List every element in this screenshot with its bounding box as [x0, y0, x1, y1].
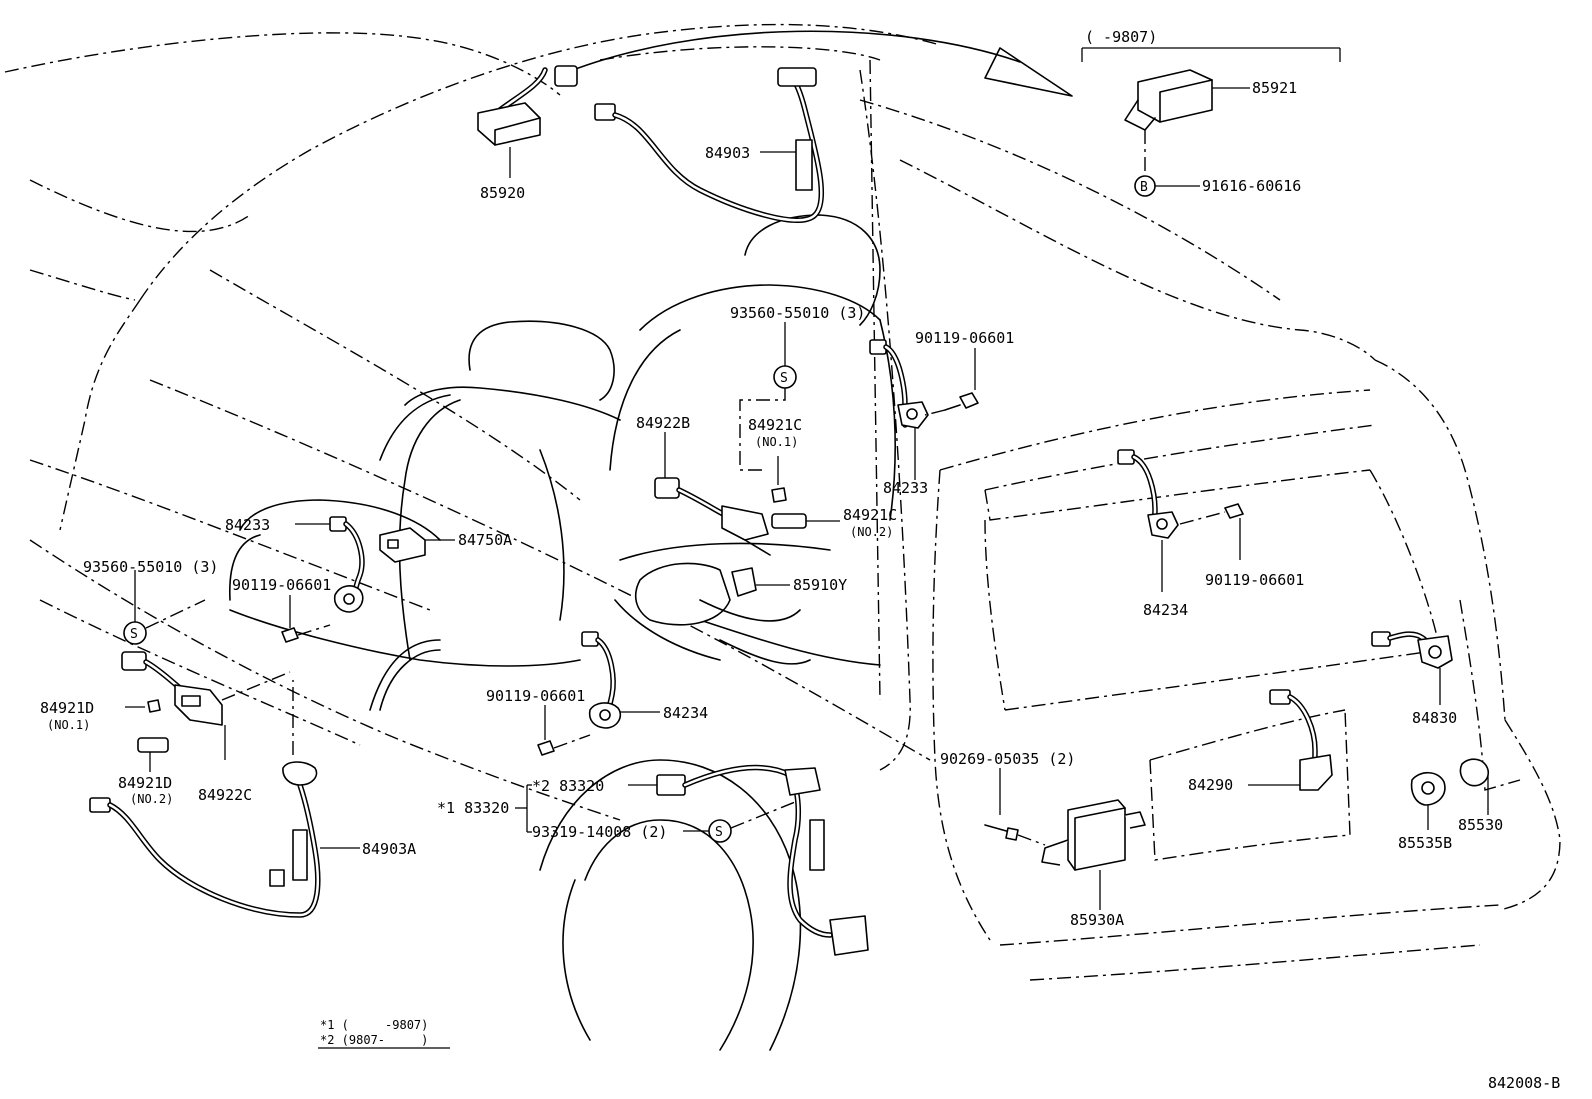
bolt-90269[interactable]	[984, 768, 1046, 846]
part-84233-right[interactable]	[869, 339, 929, 480]
label-85910Y: 85910Y	[793, 576, 847, 594]
part-84921C-no1[interactable]	[771, 456, 787, 503]
label-90119-06601-mid: 90119-06601	[486, 687, 585, 705]
label-84234-mid: 84234	[663, 704, 708, 722]
label-84921D-no2-sub: (NO.2)	[130, 792, 173, 806]
symbol-s-left: S	[130, 627, 138, 642]
part-84922B-sensor[interactable]	[654, 432, 771, 556]
part-84233-left[interactable]	[295, 516, 365, 613]
label-84290: 84290	[1188, 776, 1233, 794]
label-85930A: 85930A	[1070, 911, 1124, 929]
label-85920: 85920	[480, 184, 525, 202]
part-85535B-lamp[interactable]	[1410, 771, 1446, 830]
part-84903-harness[interactable]	[594, 67, 825, 223]
part-84903A-harness[interactable]	[89, 680, 360, 918]
label-84234-right: 84234	[1143, 601, 1188, 619]
label-91616-60616: 91616-60616	[1202, 177, 1301, 195]
label-93319-14008: 93319-14008 (2)	[532, 823, 667, 841]
label-84903: 84903	[705, 144, 750, 162]
label-84922C: 84922C	[198, 786, 252, 804]
bolt-90119-left[interactable]	[281, 595, 331, 643]
label-84750A: 84750A	[458, 531, 512, 549]
label-84921C-no1-sub: (NO.1)	[755, 435, 798, 449]
label-84921C-no2: 84921C	[843, 506, 897, 524]
part-85910Y-sensor[interactable]	[634, 562, 811, 665]
part-84234-right[interactable]	[1117, 449, 1226, 592]
part-84921C-no2[interactable]	[771, 513, 840, 529]
label-93560-55010-left: 93560-55010 (3)	[83, 558, 218, 576]
label-90269-05035: 90269-05035 (2)	[940, 750, 1075, 768]
screw-symbol-s-left	[123, 570, 206, 645]
front-seat-outline	[229, 320, 621, 711]
label-84830: 84830	[1412, 709, 1457, 727]
part-84290-switch[interactable]	[1248, 689, 1333, 791]
label-83320-1: *1 83320	[437, 799, 509, 817]
part-84922C-sensor[interactable]	[121, 651, 291, 760]
legend-row-2: *2 (9807- )	[320, 1033, 428, 1047]
label-85921: 85921	[1252, 79, 1297, 97]
label-84233-left: 84233	[225, 516, 270, 534]
diagram-code: 842008-B	[1488, 1074, 1560, 1092]
inset-85921	[1081, 47, 1341, 197]
legend-row-1: *1 ( -9807)	[320, 1018, 428, 1032]
label-93560-55010-top: 93560-55010 (3)	[730, 304, 865, 322]
part-85530-bulb[interactable]	[1459, 758, 1490, 815]
symbol-b: B	[1140, 180, 1148, 195]
bolt-90119-right[interactable]	[1224, 503, 1244, 560]
label-84921D-no2: 84921D	[118, 774, 172, 792]
part-83320-sensor[interactable]	[628, 764, 869, 956]
legend: *1 ( -9807) *2 (9807- )	[318, 1018, 450, 1049]
label-84233-right: 84233	[883, 479, 928, 497]
part-84921D-no2[interactable]	[137, 737, 169, 772]
screw-symbol-s-top	[739, 322, 797, 471]
bolt-90119-top[interactable]	[924, 348, 979, 416]
labels: 85920 84903 ( -9807) 85921 B 91616-60616…	[40, 28, 1503, 929]
screw-symbol-s-mid	[700, 799, 801, 843]
part-84921D-no1[interactable]	[125, 699, 161, 713]
label-84921C-no1: 84921C	[748, 416, 802, 434]
label-83320-2: *2 83320	[532, 777, 604, 795]
label-inset-header: ( -9807)	[1085, 28, 1157, 46]
symbol-s-top: S	[780, 371, 788, 386]
label-90119-06601-top: 90119-06601	[915, 329, 1014, 347]
part-85920-module[interactable]	[477, 65, 578, 178]
label-85535B: 85535B	[1398, 834, 1452, 852]
part-84830-switch[interactable]	[1371, 631, 1453, 705]
label-85530: 85530	[1458, 816, 1503, 834]
vehicle-body-outline	[4, 23, 1561, 1051]
symbol-s-mid: S	[715, 825, 723, 840]
rear-seat-outline	[609, 214, 896, 666]
label-84921D-no1-sub: (NO.1)	[47, 718, 90, 732]
label-84903A: 84903A	[362, 840, 416, 858]
label-90119-06601-left: 90119-06601	[232, 576, 331, 594]
part-84234-mid[interactable]	[581, 631, 660, 729]
label-84922B: 84922B	[636, 414, 690, 432]
part-84750A-switch[interactable]	[379, 527, 455, 563]
label-90119-06601-right: 90119-06601	[1205, 571, 1304, 589]
bolt-90119-mid[interactable]	[537, 705, 591, 756]
label-84921D-no1: 84921D	[40, 699, 94, 717]
label-84921C-no2-sub: (NO.2)	[850, 525, 893, 539]
bracket-83320	[515, 784, 700, 833]
part-85930A-module[interactable]	[1041, 799, 1146, 910]
